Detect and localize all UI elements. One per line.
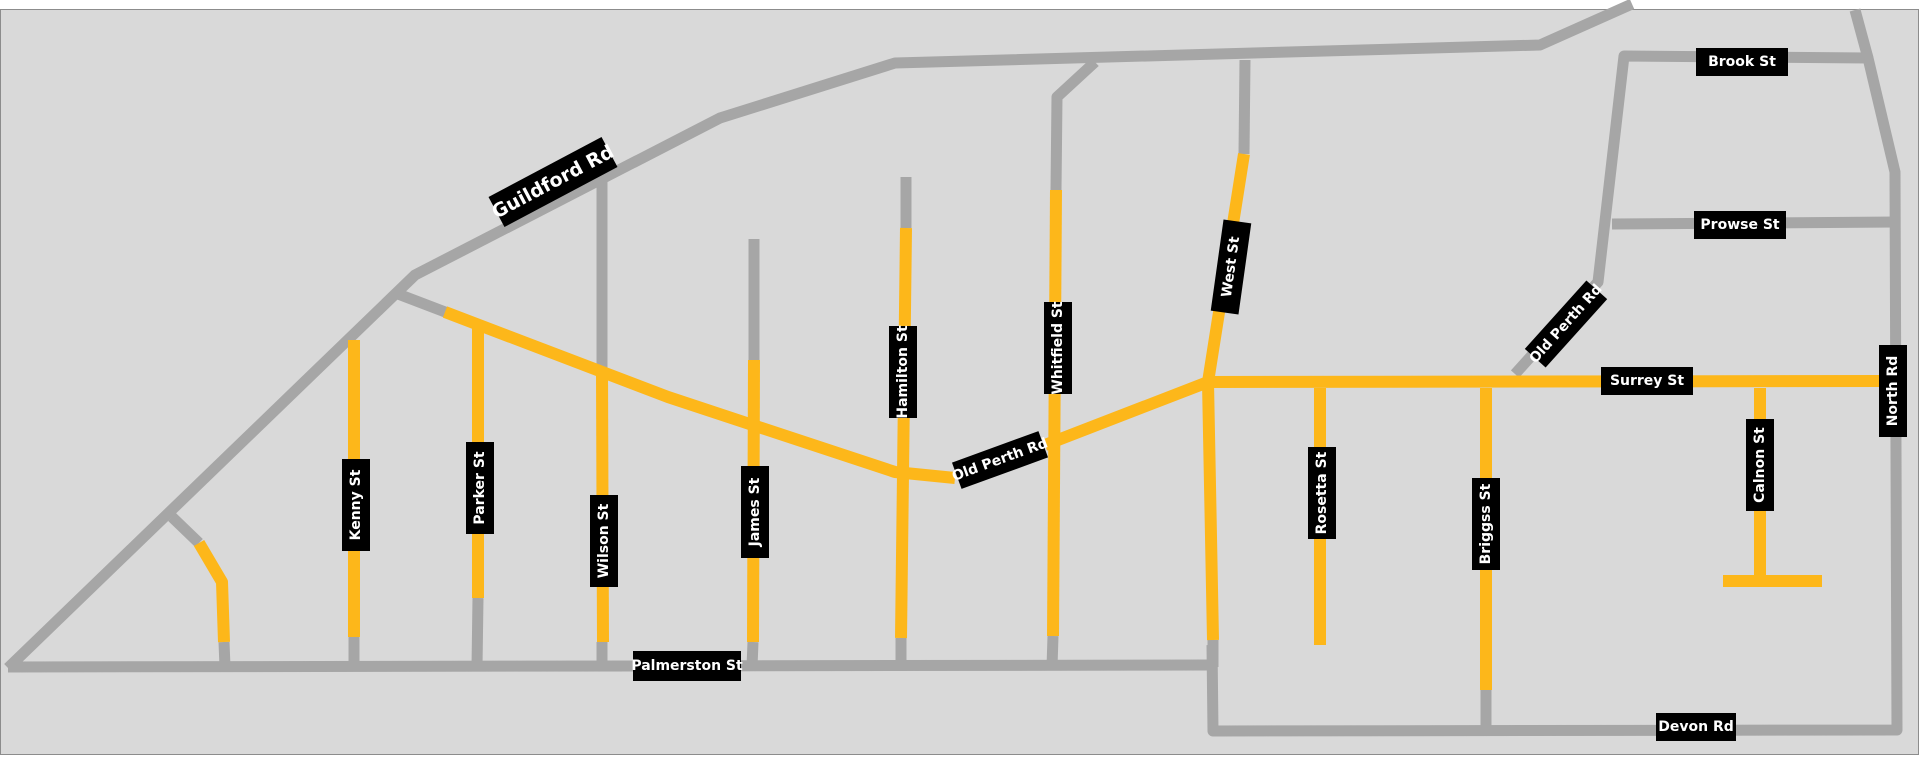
label-west-st: West St <box>1210 219 1252 315</box>
road-west-st-north <box>1238 59 1251 155</box>
label-text-whitfield-st: Whitfield St <box>1050 301 1066 395</box>
road-guildford-rd <box>4 0 1635 672</box>
label-text-rosetta-st: Rosetta St <box>1314 451 1330 534</box>
label-whitfield-st: Whitfield St <box>1044 301 1072 395</box>
road-whitfield-stub <box>1046 635 1059 668</box>
label-rosetta-st: Rosetta St <box>1308 447 1336 539</box>
label-text-north-rd: North Rd <box>1885 356 1901 427</box>
label-text-parker-st: Parker St <box>472 451 488 525</box>
gold-whitfield-st <box>1047 189 1062 637</box>
label-calnon-st: Calnon St <box>1746 419 1774 511</box>
label-brook-st: Brook St <box>1696 48 1788 76</box>
label-surrey-st: Surrey St <box>1601 367 1693 395</box>
label-devon-rd: Devon Rd <box>1656 713 1736 741</box>
label-text-calnon-st: Calnon St <box>1752 427 1768 503</box>
label-text-hamilton-st: Hamilton St <box>895 325 911 419</box>
label-james-st: James St <box>741 466 769 558</box>
label-palmerston-st: Palmerston St <box>631 651 743 681</box>
gold-small-spur <box>193 539 230 643</box>
road-whitfield-st-north <box>1050 57 1099 191</box>
label-parker-st: Parker St <box>466 442 494 534</box>
label-hamilton-st: Hamilton St <box>889 325 917 419</box>
label-briggss-st: Briggss St <box>1472 478 1500 570</box>
label-text-prowse-st: Prowse St <box>1700 217 1780 233</box>
label-text-briggss-st: Briggss St <box>1478 483 1494 564</box>
label-text-surrey-st: Surrey St <box>1610 373 1684 389</box>
label-text-palmerston-st: Palmerston St <box>631 658 743 674</box>
label-text-wilson-st: Wilson St <box>596 503 612 578</box>
road-spur-stub <box>218 641 231 668</box>
road-palmerston-st <box>7 659 1214 673</box>
road-small-west-spur <box>168 513 203 547</box>
road-parker-stub <box>471 597 484 668</box>
label-text-devon-rd: Devon Rd <box>1658 719 1734 735</box>
label-text-brook-st: Brook St <box>1708 54 1776 70</box>
road-old-perth-rd-east <box>1206 50 1903 737</box>
label-text-kenny-st: Kenny St <box>348 469 364 540</box>
label-text-james-st: James St <box>747 477 763 547</box>
gold-hamilton-st <box>895 227 912 639</box>
gold-old-perth-rd-mid <box>1042 376 1211 451</box>
label-north-rd: North Rd <box>1879 345 1907 437</box>
road-north-rd-top <box>1849 8 1874 60</box>
road-james-stub <box>746 641 759 668</box>
label-wilson-st: Wilson St <box>590 495 618 587</box>
label-prowse-st: Prowse St <box>1694 211 1786 239</box>
label-kenny-st: Kenny St <box>342 459 370 551</box>
gold-old-perth-rd <box>442 306 956 484</box>
gold-surrey-st <box>1207 375 1881 388</box>
